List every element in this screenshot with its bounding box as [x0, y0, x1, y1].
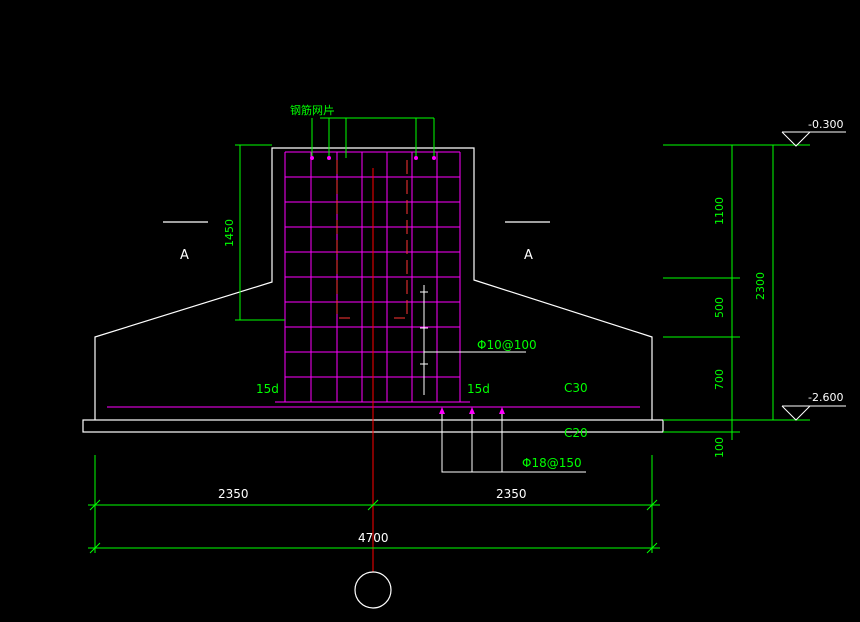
dim-right-total: 2300 — [754, 272, 767, 300]
mesh-dot — [432, 156, 436, 160]
dim-right-3: 700 — [713, 369, 726, 390]
anchor-label-left: 15d — [256, 382, 279, 396]
elev-triangle-top — [781, 131, 811, 147]
dim-pedestal-height: 1450 — [223, 219, 236, 247]
concrete-grade-bedding: C20 — [564, 426, 588, 440]
concrete-grade-footing: C30 — [564, 381, 588, 395]
axis-bubble — [354, 571, 392, 609]
dim-right-2: 500 — [713, 297, 726, 318]
section-mark-right: A — [524, 248, 533, 263]
elev-triangle-bottom — [781, 405, 811, 421]
footing-profile — [94, 147, 653, 420]
dim-tick — [89, 499, 101, 511]
dim-tick — [646, 499, 658, 511]
hidden-anchor-bars — [336, 160, 408, 319]
hidden-bar-right — [394, 160, 408, 319]
right-dimension-chain — [663, 144, 810, 440]
mesh-leader-dots — [310, 156, 436, 160]
bottom-bar-leader — [441, 410, 586, 473]
dim-tick — [367, 499, 379, 511]
stirrup-leader — [420, 285, 526, 395]
dim-tick — [89, 542, 101, 554]
elevation-bottom: -2.600 — [808, 391, 843, 404]
rebar-mesh-leader — [311, 117, 435, 158]
elevation-marker-bottom — [781, 405, 846, 421]
hidden-bar-left — [336, 160, 350, 319]
section-mark-left: A — [180, 248, 189, 263]
dim-right-1: 1100 — [713, 197, 726, 225]
arrow-head — [439, 407, 445, 414]
bottom-leader-arrows — [439, 407, 505, 414]
section-marks: A A — [163, 221, 550, 263]
dim-total-width: 4700 — [358, 531, 389, 545]
anchor-label-right: 15d — [467, 382, 490, 396]
dim-half-left: 2350 — [218, 487, 249, 501]
bottom-bar-spec: Φ18@150 — [522, 456, 582, 470]
arrow-head — [469, 407, 475, 414]
mesh-dot — [327, 156, 331, 160]
arrow-head — [499, 407, 505, 414]
dim-tick — [646, 542, 658, 554]
elevation-top: -0.300 — [808, 118, 843, 131]
elevation-marker-top — [781, 131, 846, 147]
bottom-dimension-chain — [88, 455, 660, 554]
mesh-dot — [310, 156, 314, 160]
dim-half-right: 2350 — [496, 487, 527, 501]
dim-right-4: 100 — [713, 437, 726, 458]
mesh-dot — [414, 156, 418, 160]
pedestal-height-dimension — [235, 144, 285, 321]
bottom-leader-frame — [441, 410, 586, 473]
rebar-mesh-label: 钢筋网片 — [290, 103, 334, 117]
stirrup-spec: Φ10@100 — [477, 338, 537, 352]
